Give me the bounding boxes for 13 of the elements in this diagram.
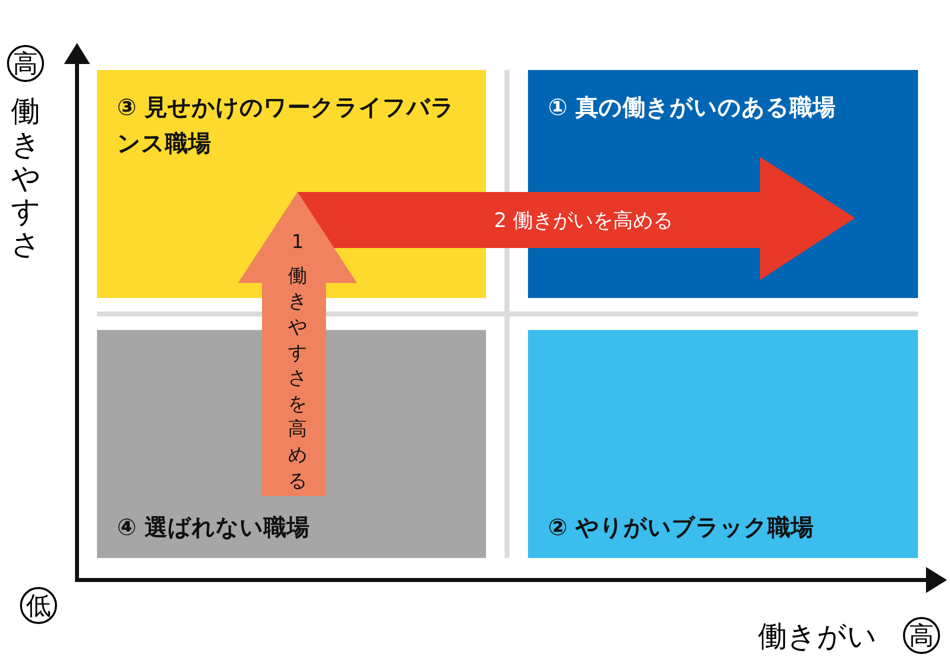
axis-title: 働きやすさ <box>11 95 40 262</box>
circled-mark: 低 <box>20 587 57 624</box>
circled-mark: 高 <box>7 45 44 82</box>
quadrant-title: ② やりがいブラック職場 <box>548 514 814 543</box>
arrow-label: 1 <box>290 230 305 255</box>
quadrant-title: ④ 選ばれない職場 <box>117 514 310 543</box>
axis-title: 働きがい <box>758 618 877 655</box>
quadrant-title: ③ 見せかけのワークライフバランス職場 <box>117 94 456 159</box>
quadrant-panel <box>528 330 918 558</box>
quadrant-title: ① 真の働きがいのある職場 <box>548 94 836 123</box>
arrow-label: 2 働きがいを高める <box>494 207 674 234</box>
circled-mark: 高 <box>903 617 940 654</box>
arrow-label: 働きやすさを高める <box>288 264 307 494</box>
